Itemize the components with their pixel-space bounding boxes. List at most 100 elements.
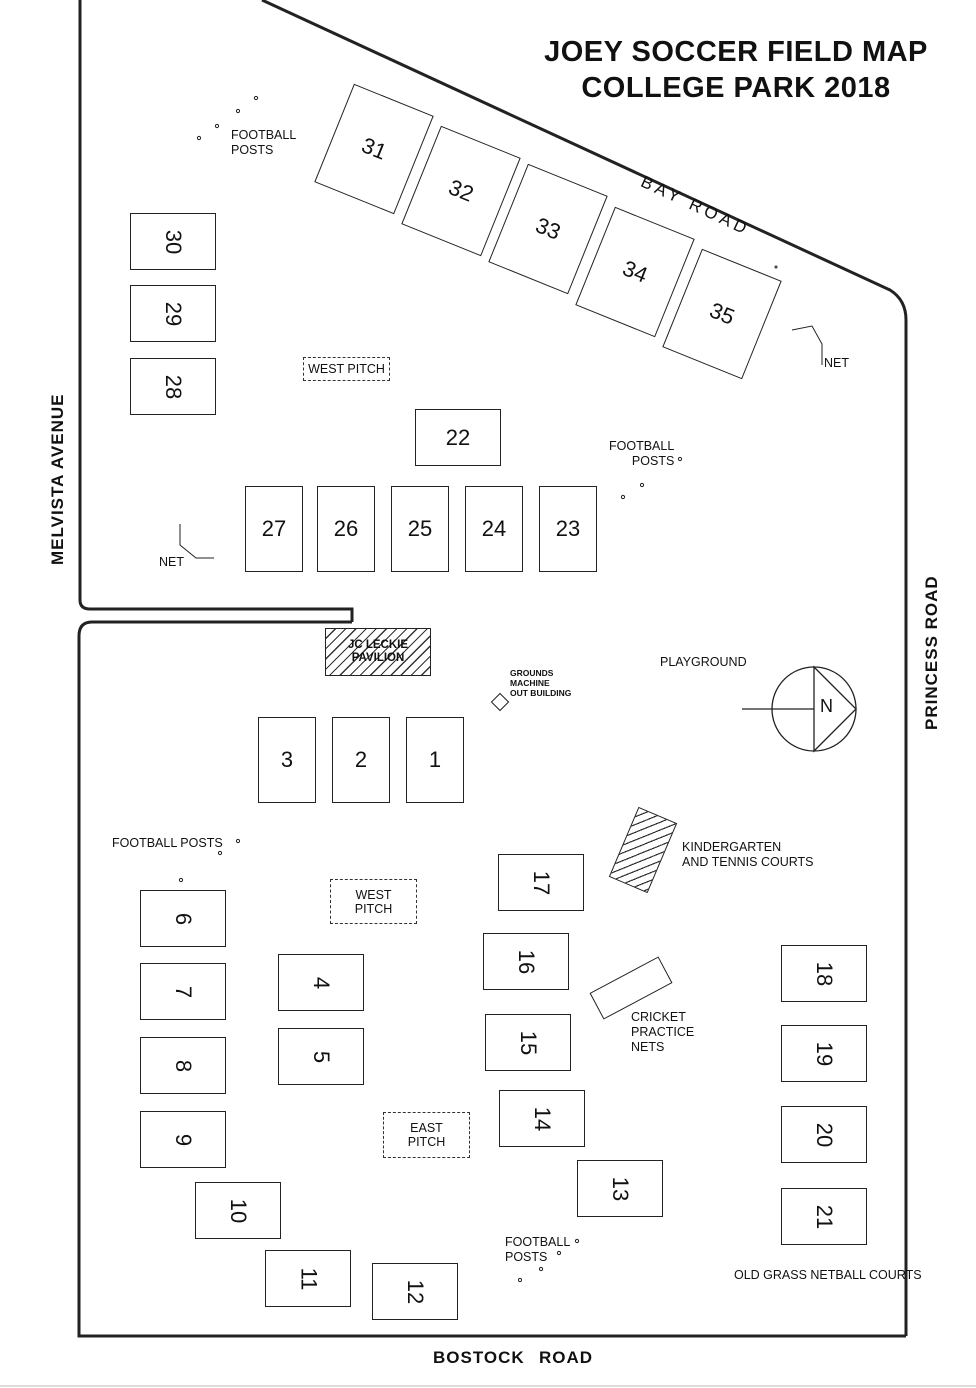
field-33-label: 33 (532, 212, 565, 245)
field-20-label: 20 (811, 1122, 837, 1147)
field-21: 21 (781, 1188, 867, 1245)
field-4-label: 4 (309, 976, 334, 989)
field-18-label: 18 (811, 961, 837, 986)
jc-leckie-pavilion: JC LECKIE PAVILION (325, 628, 431, 676)
field-26: 26 (317, 486, 375, 572)
map-title: JOEY SOCCER FIELD MAP COLLEGE PARK 2018 (526, 34, 946, 106)
field-28-label: 28 (160, 374, 186, 399)
net-west-label: NET (159, 555, 184, 569)
net-west-shape (179, 524, 214, 559)
field-3-label: 3 (280, 747, 294, 772)
field-13-label: 13 (607, 1176, 633, 1201)
title-line-2: COLLEGE PARK 2018 (581, 72, 891, 104)
field-14-label: 14 (529, 1106, 555, 1131)
field-5-label: 5 (309, 1050, 334, 1063)
east-pitch: EAST PITCH (383, 1112, 470, 1158)
field-22-label: 22 (445, 424, 471, 450)
field-18: 18 (781, 945, 867, 1002)
field-2-label: 2 (354, 747, 368, 772)
west-pitch-south-label: WEST PITCH (354, 887, 393, 916)
bostock-label: BOSTOCK (433, 1348, 525, 1367)
grounds-building-shape (490, 692, 510, 712)
field-15-label: 15 (515, 1030, 541, 1055)
field-8: 8 (140, 1037, 226, 1094)
kindergarten-label: KINDERGARTEN AND TENNIS COURTS (682, 840, 814, 869)
netball-label: OLD GRASS NETBALL COURTS (734, 1268, 922, 1282)
field-13: 13 (577, 1160, 663, 1217)
field-25: 25 (391, 486, 449, 572)
field-15: 15 (485, 1014, 571, 1071)
field-32-label: 32 (445, 174, 478, 207)
field-14: 14 (499, 1090, 585, 1147)
field-28: 28 (130, 358, 216, 415)
field-26-label: 26 (333, 516, 359, 541)
pavilion-label: JC LECKIE PAVILION (347, 639, 409, 664)
field-11: 11 (265, 1250, 351, 1307)
football-posts-nw-label: FOOTBALL POSTS (231, 128, 297, 157)
field-29: 29 (130, 285, 216, 342)
field-7-label: 7 (171, 985, 196, 998)
princess-road-label: PRINCESS ROAD (922, 575, 941, 730)
field-19-label: 19 (811, 1041, 837, 1066)
road-label: ROAD (539, 1348, 594, 1367)
field-12-label: 12 (402, 1279, 428, 1304)
field-10: 10 (195, 1182, 281, 1239)
north-boundary (78, 0, 354, 622)
field-8-label: 8 (171, 1059, 196, 1072)
grounds-building-label: GROUNDS MACHINE OUT BUILDING (510, 668, 572, 698)
field-10-label: 10 (225, 1198, 251, 1223)
melvista-avenue-label: MELVISTA AVENUE (48, 393, 67, 565)
net-east-label: NET (824, 356, 849, 370)
field-5: 5 (278, 1028, 364, 1085)
field-9-label: 9 (171, 1133, 196, 1146)
field-27: 27 (245, 486, 303, 572)
field-20: 20 (781, 1106, 867, 1163)
title-line-1: JOEY SOCCER FIELD MAP (544, 36, 928, 68)
bay-road-boundary (261, 0, 908, 1336)
field-7: 7 (140, 963, 226, 1020)
field-25-label: 25 (407, 516, 433, 541)
field-4: 4 (278, 954, 364, 1011)
west-pitch-north: WEST PITCH (303, 357, 390, 381)
field-2: 2 (332, 717, 390, 803)
playground-label: PLAYGROUND (660, 655, 747, 669)
field-19: 19 (781, 1025, 867, 1082)
football-posts-ne-label: FOOTBALL POSTS (609, 439, 675, 468)
field-24: 24 (465, 486, 523, 572)
field-22: 22 (415, 409, 501, 466)
field-3: 3 (258, 717, 316, 803)
cricket-label: CRICKET PRACTICE NETS (631, 1010, 695, 1054)
west-pitch-south: WEST PITCH (330, 879, 417, 924)
field-35-label: 35 (706, 297, 739, 330)
field-17-label: 17 (528, 870, 554, 895)
field-23-label: 23 (555, 516, 581, 541)
field-16: 16 (483, 933, 569, 990)
field-1: 1 (406, 717, 464, 803)
field-24-label: 24 (481, 516, 507, 541)
field-30: 30 (130, 213, 216, 270)
field-21-label: 21 (811, 1204, 837, 1229)
football-posts-s-label: FOOTBALL POSTS (505, 1235, 571, 1264)
field-16-label: 16 (513, 949, 539, 974)
south-boundary (77, 620, 906, 1338)
field-23: 23 (539, 486, 597, 572)
north-label: N (820, 696, 833, 716)
net-east-shape (791, 325, 823, 365)
field-6-label: 6 (171, 912, 196, 925)
field-30-label: 30 (160, 229, 186, 254)
football-posts-w-label: FOOTBALL POSTS (112, 836, 223, 850)
field-31-label: 31 (358, 132, 391, 165)
field-27-label: 27 (261, 516, 287, 541)
field-11-label: 11 (296, 1267, 321, 1290)
field-6: 6 (140, 890, 226, 947)
north-arrow (742, 665, 857, 753)
field-9: 9 (140, 1111, 226, 1168)
east-pitch-label: EAST PITCH (407, 1121, 446, 1149)
field-12: 12 (372, 1263, 458, 1320)
field-17: 17 (498, 854, 584, 911)
football-post-dots (178, 95, 778, 1283)
field-34-label: 34 (619, 255, 652, 288)
west-pitch-north-label: WEST PITCH (308, 362, 385, 376)
field-29-label: 29 (160, 301, 186, 326)
